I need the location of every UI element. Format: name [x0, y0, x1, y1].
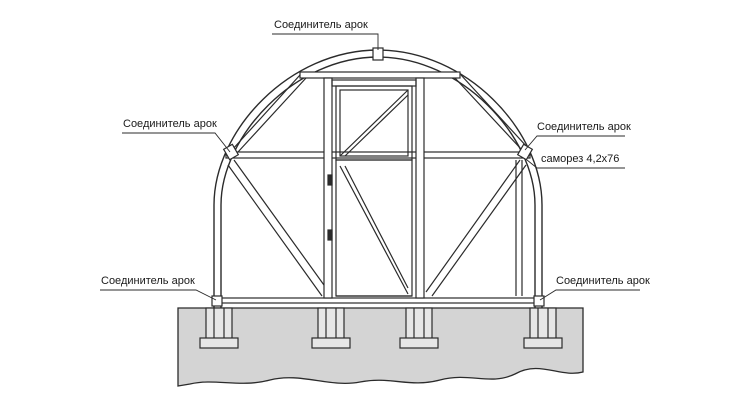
label-upper-left-connector: Соединитель арок	[123, 118, 217, 130]
label-lower-left-connector: Соединитель арок	[101, 275, 195, 287]
brace-right-vertical	[515, 160, 523, 296]
cross-bars	[220, 71, 536, 304]
diagonal-braces	[227, 74, 529, 297]
label-lower-right-connector: Соединитель арок	[556, 275, 650, 287]
anchor-post-1	[199, 307, 239, 349]
label-upper-right-connector: Соединитель арок	[537, 121, 631, 133]
door-frame	[323, 77, 425, 299]
brace-right-lower	[425, 159, 527, 297]
anchor-post-2	[311, 307, 351, 349]
ground-foundation	[177, 307, 584, 387]
brace-left-upper	[231, 74, 307, 153]
anchor-post-3	[399, 307, 439, 349]
foundation-anchors	[199, 307, 563, 349]
connector-lower-left	[211, 295, 223, 307]
leader-lines	[100, 33, 640, 301]
arch	[213, 49, 543, 308]
connector-lower-right	[533, 295, 545, 307]
anchor-post-4	[523, 307, 563, 349]
connector-markers	[211, 47, 545, 307]
label-screw: саморез 4,2х76	[541, 153, 620, 165]
brace-left-lower	[227, 159, 330, 297]
upper-crossbar	[299, 71, 461, 79]
bottom-rail	[220, 297, 536, 304]
brace-right-upper	[454, 74, 529, 151]
label-top-connector: Соединитель арок	[274, 19, 368, 31]
middle-crossbar	[225, 151, 531, 159]
